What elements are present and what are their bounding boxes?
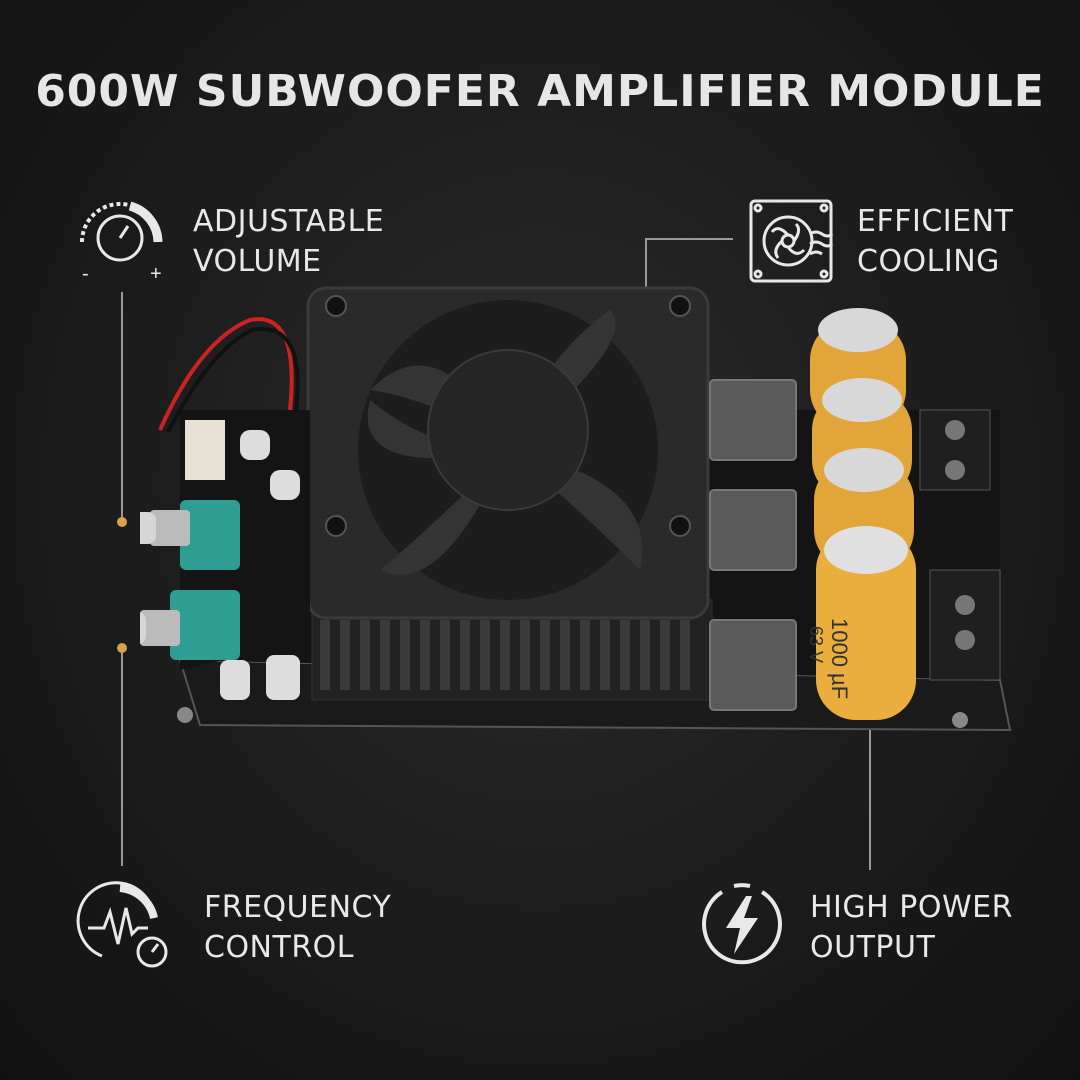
volume-minus: -: [82, 263, 89, 285]
power-label-line2: OUTPUT: [810, 930, 936, 965]
power-label: HIGH POWER OUTPUT: [810, 888, 1013, 968]
amplifier-board-illustration: 1000 µF 63 V: [140, 286, 1012, 732]
capacitor-voltage-label: 63 V: [806, 626, 826, 663]
frequency-knob: [140, 590, 240, 660]
capacitors: 1000 µF 63 V: [806, 308, 916, 720]
power-leader-line: [869, 660, 871, 870]
cooling-label: EFFICIENT COOLING: [857, 202, 1013, 282]
output-terminal: [929, 569, 1001, 681]
lightning-power-icon: [702, 883, 782, 965]
fan-cooling-icon: [749, 199, 834, 283]
volume-label: ADJUSTABLE VOLUME: [193, 202, 384, 282]
capacitor-value-label: 1000 µF: [827, 618, 852, 699]
frequency-gauge-icon: [76, 881, 168, 968]
volume-knob-icon: - +: [80, 201, 163, 285]
volume-leader-dot: [117, 517, 127, 527]
inductor: [709, 379, 797, 461]
cooling-leader-horizontal: [645, 238, 733, 240]
power-wires: [158, 317, 294, 431]
frequency-leader-line: [121, 648, 123, 866]
volume-plus: +: [150, 263, 162, 285]
frequency-label: FREQUENCY CONTROL: [204, 888, 391, 968]
frequency-leader-dot: [117, 643, 127, 653]
cooling-label-line2: COOLING: [857, 244, 1000, 279]
volume-label-line2: VOLUME: [193, 244, 322, 279]
volume-leader-line: [121, 292, 123, 520]
cooling-label-line1: EFFICIENT: [857, 204, 1014, 239]
frequency-label-line1: FREQUENCY: [204, 890, 392, 925]
frequency-label-line2: CONTROL: [204, 930, 354, 965]
power-label-line1: HIGH POWER: [810, 890, 1013, 925]
volume-knob: [140, 500, 240, 570]
page-title: 600W SUBWOOFER AMPLIFIER MODULE: [35, 66, 1045, 117]
volume-label-line1: ADJUSTABLE: [193, 204, 385, 239]
